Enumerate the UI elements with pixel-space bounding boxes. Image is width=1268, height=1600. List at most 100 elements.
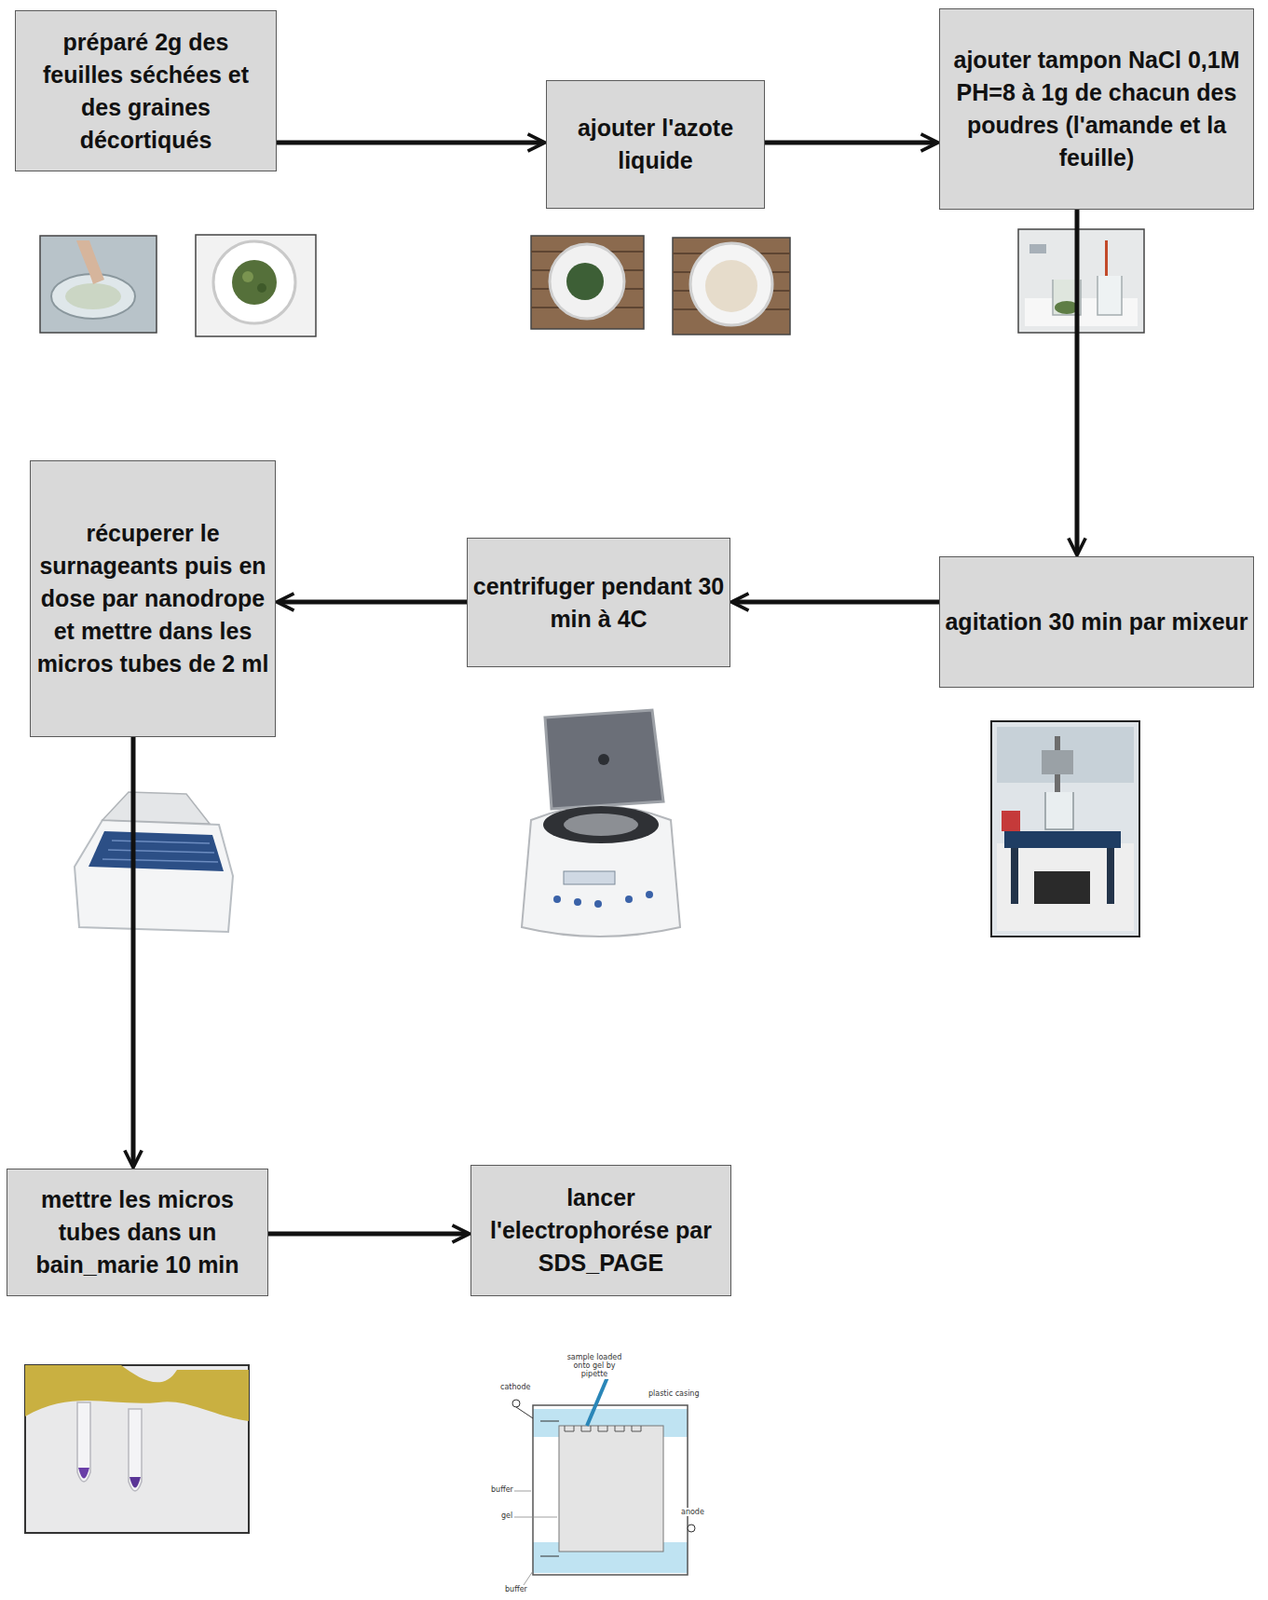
process-box: ajouter tampon NaCl 0,1M PH=8 à 1g de ch…	[939, 8, 1255, 210]
plastic-casing	[532, 1404, 688, 1575]
stirrer-motor	[1041, 749, 1074, 775]
centrifuge-body	[521, 805, 681, 937]
pipette	[586, 1377, 608, 1426]
stand-leg	[1010, 847, 1019, 904]
photo-frame	[672, 237, 791, 335]
centrifuge	[521, 709, 681, 937]
photo-frame	[195, 234, 316, 337]
photo-tubes	[25, 1364, 249, 1533]
lab-wall	[996, 726, 1134, 783]
step-text: récuperer le surnageants puis en dose pa…	[35, 517, 271, 681]
process-box: ajouter l'azote liquide	[545, 80, 765, 209]
photo-nitrogen-seeds	[672, 237, 791, 335]
stirrer-base	[1004, 831, 1121, 848]
centrifuge-lid	[545, 709, 664, 809]
step-text: ajouter l'azote liquide	[551, 111, 760, 178]
leaf-sample	[65, 283, 122, 310]
stand-block	[1034, 871, 1091, 904]
stand-leg	[1106, 847, 1115, 904]
electrode-wire	[540, 1420, 560, 1556]
micro-tube	[128, 1408, 142, 1491]
rotor	[543, 805, 659, 844]
leaf-piece	[242, 271, 254, 283]
green-powder	[566, 262, 604, 300]
process-box: agitation 30 min par mixeur	[939, 556, 1255, 688]
leader-line	[516, 1406, 533, 1418]
mortar	[690, 243, 773, 326]
step-text: centrifuger pendant 30 min à 4C	[472, 570, 725, 636]
photo-frame	[1018, 229, 1145, 333]
lid-center	[598, 753, 610, 765]
flow-arrow	[276, 140, 544, 146]
step-text: ajouter tampon NaCl 0,1M PH=8 à 1g de ch…	[944, 43, 1249, 175]
electrophoresis-tank	[512, 1377, 696, 1588]
photo-beakers	[1018, 229, 1145, 333]
photo-frame	[25, 1364, 249, 1533]
cathode-terminal	[512, 1399, 520, 1407]
bench	[996, 843, 1134, 931]
mortar	[549, 244, 625, 319]
button	[625, 895, 633, 903]
button	[553, 895, 561, 903]
process-box: mettre les micros tubes dans un bain_mar…	[6, 1168, 269, 1296]
gel	[559, 1425, 664, 1552]
process-box: préparé 2g des feuilles séchées et des g…	[14, 10, 277, 172]
step-text: lancer l'electrophorése par SDS_PAGE	[476, 1181, 726, 1280]
flask-stopper	[1104, 240, 1108, 276]
photo-mixer	[991, 721, 1140, 937]
step-text: préparé 2g des feuilles séchées et des g…	[20, 26, 272, 157]
flow-arrow	[1075, 209, 1080, 554]
part-label: sample loaded onto gel by pipette	[560, 1352, 628, 1379]
photo-frame	[531, 235, 644, 329]
nanodrop-body	[74, 819, 233, 932]
part-label: buffer	[490, 1485, 515, 1494]
flow-arrow	[733, 599, 940, 605]
beaker	[1045, 791, 1074, 830]
beaker	[1097, 275, 1122, 315]
rotor-center	[563, 813, 639, 836]
purple-sample	[129, 1476, 141, 1488]
part-label: cathode	[499, 1382, 532, 1391]
display	[563, 871, 615, 885]
photo-frame	[991, 721, 1140, 937]
nanodrop-arm	[102, 791, 210, 824]
process-box: récuperer le surnageants puis en dose pa…	[29, 460, 276, 737]
part-label: buffer	[504, 1584, 529, 1594]
flow-arrow	[278, 599, 467, 605]
flow-arrow	[764, 140, 937, 146]
nanodrop-panel	[88, 831, 224, 872]
step-text: mettre les micros tubes dans un bain_mar…	[12, 1183, 263, 1282]
button	[573, 898, 582, 906]
photo-mortar-leaves	[195, 234, 316, 337]
seed-powder	[705, 259, 758, 313]
button	[594, 899, 602, 908]
step-text: agitation 30 min par mixeur	[944, 605, 1249, 639]
process-box: centrifuger pendant 30 min à 4C	[466, 537, 731, 668]
nanodrop	[74, 791, 233, 932]
part-label: gel	[500, 1511, 514, 1520]
photo-dish	[40, 235, 157, 333]
leaf-piece	[257, 283, 267, 293]
button	[645, 890, 654, 899]
mortar	[213, 241, 296, 324]
flow-arrow	[131, 736, 137, 1166]
purple-sample	[78, 1467, 90, 1479]
leader-line	[514, 1490, 558, 1588]
anode-terminal	[687, 1524, 696, 1532]
lab-bottle	[1001, 810, 1021, 832]
flow-arrow	[268, 1231, 468, 1237]
part-label: plastic casing	[647, 1389, 701, 1398]
hand	[76, 240, 105, 285]
lab-equipment	[1029, 244, 1047, 254]
gel-wells	[564, 1425, 641, 1432]
panel-grid	[102, 840, 219, 862]
photo-nitrogen-green	[531, 235, 644, 329]
micro-tube	[77, 1402, 91, 1482]
photo-frame	[40, 235, 157, 333]
process-box: lancer l'electrophorése par SDS_PAGE	[470, 1164, 732, 1296]
dried-leaves	[231, 259, 277, 305]
part-label: anode	[680, 1507, 706, 1516]
